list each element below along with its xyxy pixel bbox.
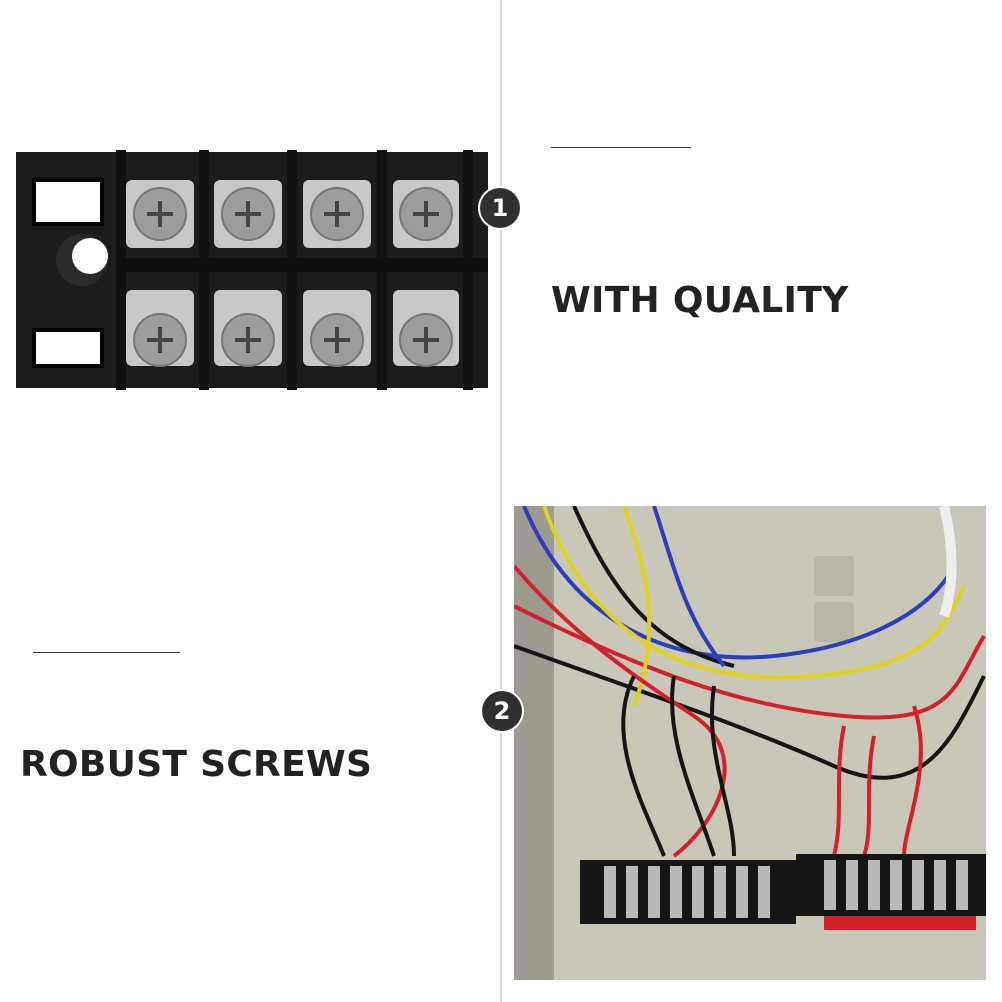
electrical-box-image <box>514 506 986 980</box>
terminal-block-closeup-graphic <box>16 150 488 390</box>
feature-2-title: ROBUST SCREWS <box>20 744 373 785</box>
feature-2-rule <box>33 652 180 653</box>
wire-bundle <box>514 506 986 858</box>
terminal-block-right <box>796 854 986 930</box>
feature-1-badge: 1 <box>480 188 520 228</box>
center-divider <box>500 0 502 1002</box>
screw-row-top <box>126 180 459 248</box>
electrical-box-graphic <box>514 506 986 980</box>
feature-1-title: WITH QUALITY <box>551 280 849 321</box>
feature-2-badge: 2 <box>482 691 522 731</box>
feature-1-rule <box>551 147 691 148</box>
terminal-block-left <box>580 860 796 924</box>
screw-row-bottom <box>126 290 459 367</box>
terminal-block-closeup-image <box>16 150 488 390</box>
